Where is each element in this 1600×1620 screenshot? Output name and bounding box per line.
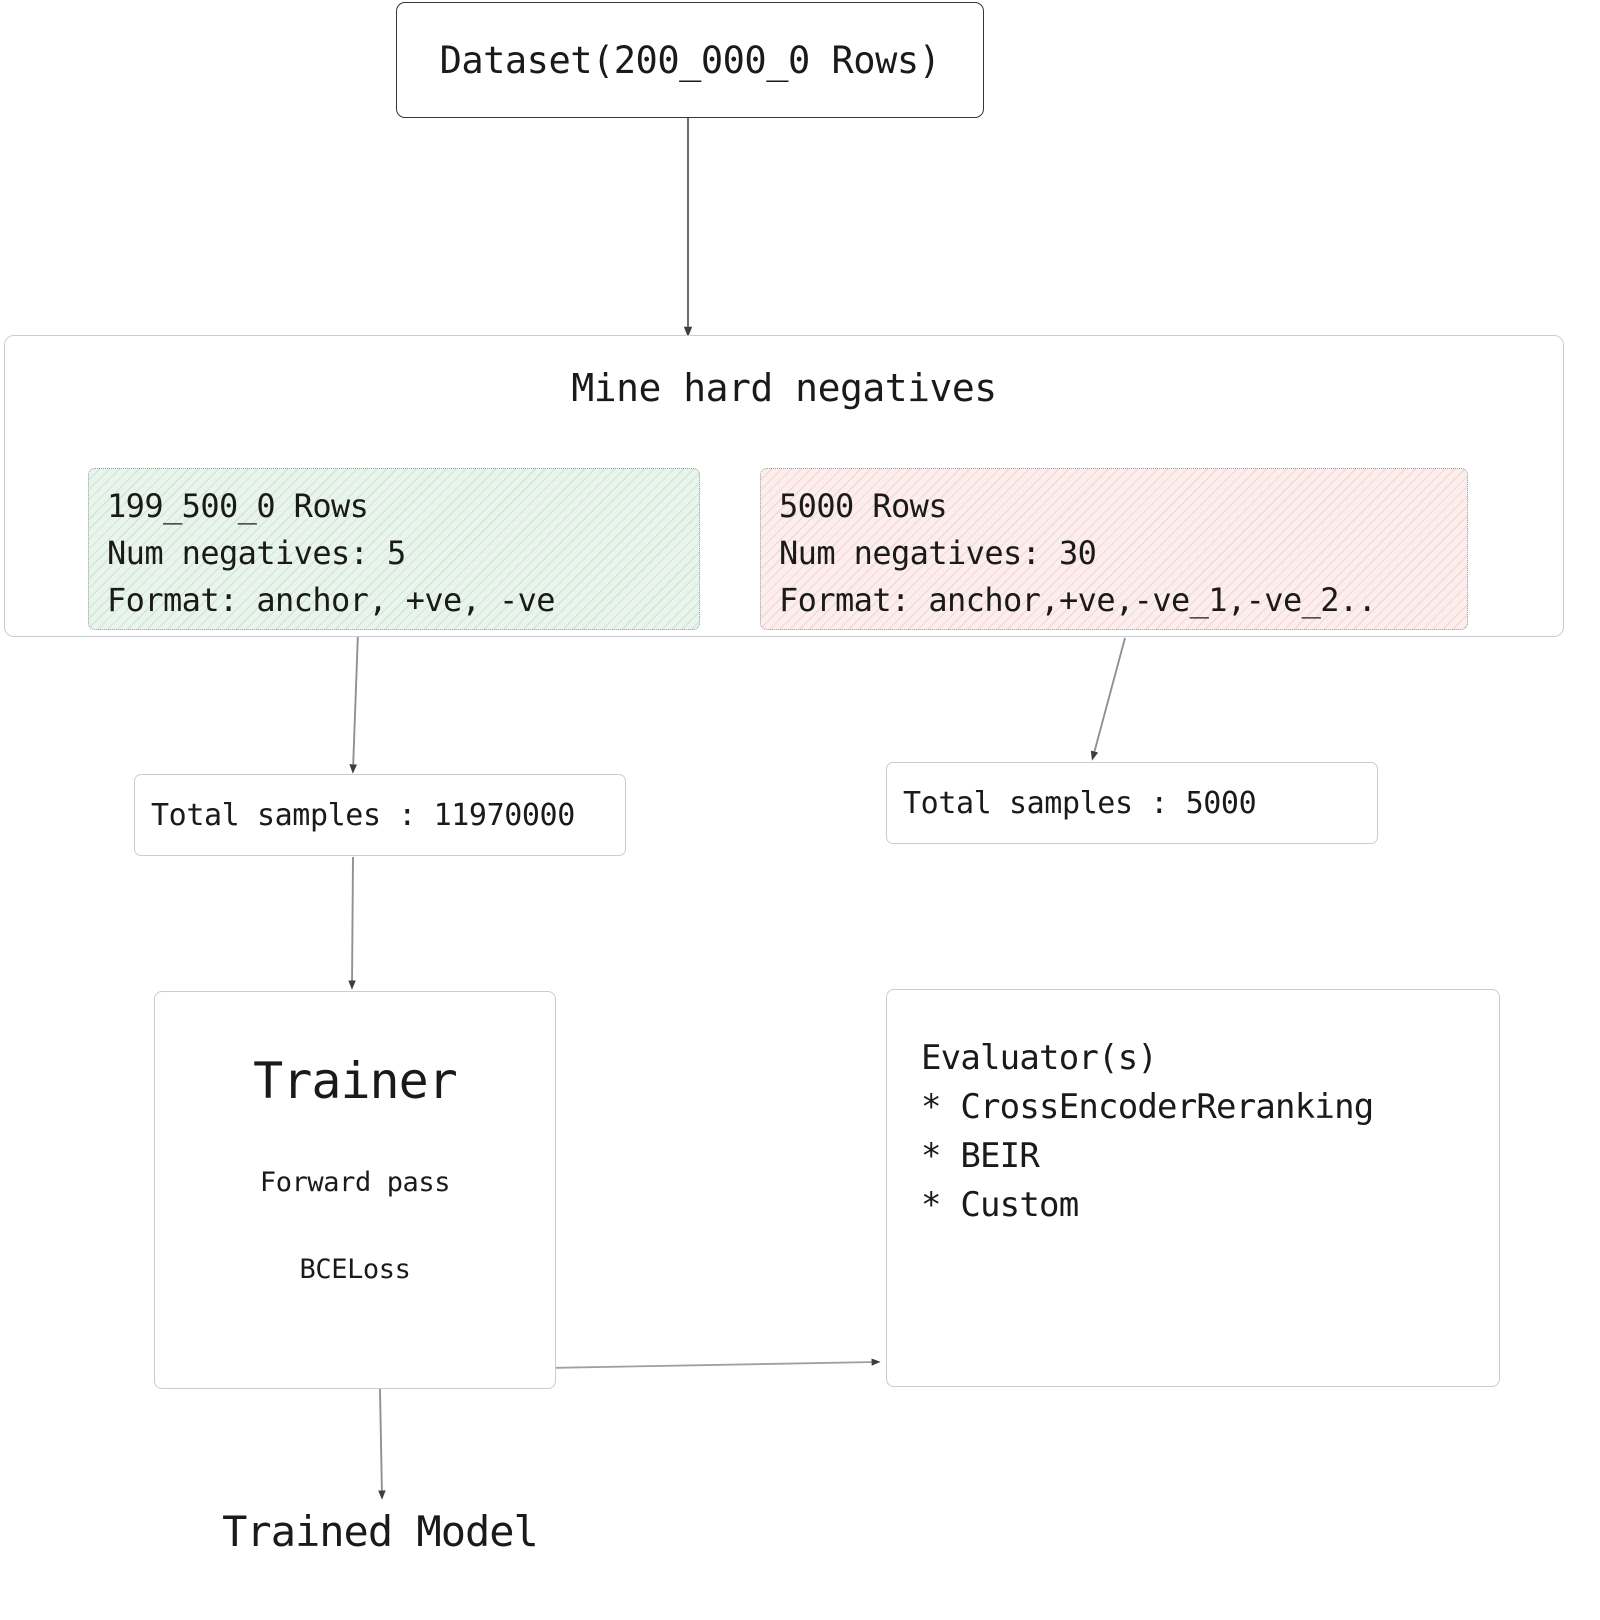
dataset-node[interactable]: Dataset(200_000_0 Rows) — [396, 2, 984, 118]
eval-split-rows: 5000 Rows — [779, 487, 948, 525]
train-split-num-negatives: Num negatives: 5 — [107, 534, 406, 572]
trainer-node[interactable]: Trainer Forward pass BCELoss — [154, 991, 556, 1389]
mine-hard-negatives-title: Mine hard negatives — [571, 366, 997, 410]
eval-split-box[interactable]: 5000 Rows Num negatives: 30 Format: anch… — [760, 468, 1468, 630]
evaluator-item-beir: * BEIR — [921, 1136, 1040, 1176]
eval-split-format: Format: anchor,+ve,-ve_1,-ve_2.. — [779, 581, 1377, 619]
dataset-label: Dataset(200_000_0 Rows) — [439, 38, 941, 82]
total-samples-train-node[interactable]: Total samples : 11970000 — [134, 774, 626, 856]
evaluator-item-custom: * Custom — [921, 1185, 1079, 1225]
edge-eval-to-samples-right — [1090, 637, 1126, 761]
total-samples-eval-node[interactable]: Total samples : 5000 — [886, 762, 1378, 844]
total-samples-eval-label: Total samples : 5000 — [903, 785, 1257, 821]
evaluator-node[interactable]: Evaluator(s) * CrossEncoderReranking * B… — [886, 989, 1500, 1387]
eval-split-num-negatives: Num negatives: 30 — [779, 534, 1097, 572]
edge-trainer-to-output — [378, 1388, 386, 1500]
total-samples-train-label: Total samples : 11970000 — [151, 797, 575, 833]
trained-model-label: Trained Model — [222, 1507, 539, 1556]
bceloss-label: BCELoss — [299, 1254, 411, 1285]
train-split-box[interactable]: 199_500_0 Rows Num negatives: 5 Format: … — [88, 468, 700, 630]
edge-samples-to-trainer — [348, 856, 356, 990]
train-split-format: Format: anchor, +ve, -ve — [107, 581, 556, 619]
evaluator-title: Evaluator(s) — [921, 1038, 1158, 1078]
train-split-rows: 199_500_0 Rows — [107, 487, 369, 525]
trainer-title: Trainer — [253, 1052, 458, 1110]
evaluator-item-cross-encoder-reranking: * CrossEncoderReranking — [921, 1087, 1374, 1127]
edge-train-to-samples-left — [349, 631, 359, 774]
forward-pass-label: Forward pass — [259, 1167, 451, 1198]
